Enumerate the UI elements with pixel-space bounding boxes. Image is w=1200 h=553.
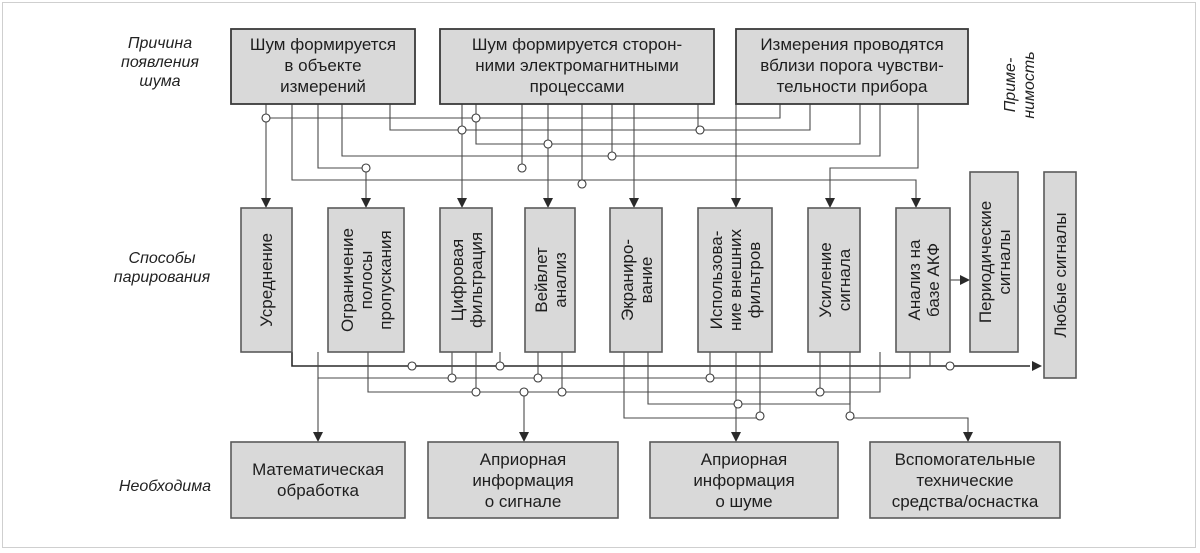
row-label-cause: Причина появления шума xyxy=(121,35,199,90)
row-label-applicability-line: нимость xyxy=(1021,51,1038,118)
method-arrows xyxy=(313,275,1042,442)
cause-box-text: ними электромагнитными xyxy=(475,56,679,75)
method-box-digital-filtering: Цифровая фильтрация xyxy=(439,207,493,353)
method-box-text: Усиление xyxy=(816,242,835,317)
requirement-box-noise-info: Априорная информация о шуме xyxy=(649,441,839,519)
method-box-text: анализ xyxy=(551,252,570,308)
cause-box-electromagnetic-rect xyxy=(439,28,715,105)
method-box-text: Усреднение xyxy=(257,233,276,327)
cause-arrows xyxy=(261,198,921,208)
method-box-text: пропускания xyxy=(376,230,395,330)
method-box-text: Анализ на xyxy=(905,239,924,321)
method-box-bandwidth-limit: Ограничение полосы пропускания xyxy=(327,207,405,353)
method-box-text: ние внешних xyxy=(726,229,745,331)
cause-box-object: Шум формируется в объекте измерений xyxy=(230,28,416,105)
row-label-cause-line: шума xyxy=(139,73,180,90)
requirement-box-text: технические xyxy=(916,471,1013,490)
cause-box-text: в объекте xyxy=(284,56,361,75)
requirement-box-text: информация xyxy=(693,471,794,490)
method-box-acf-analysis: Анализ на базе АКФ xyxy=(895,207,951,353)
applicability-box-text: сигналы xyxy=(995,229,1014,294)
row-label-needed-line: Необходима xyxy=(119,478,211,495)
cause-box-electromagnetic: Шум формируется сторон- ними электромагн… xyxy=(439,28,715,105)
cause-box-text: тельности прибора xyxy=(777,77,928,96)
applicability-box-text: Периодические xyxy=(976,201,995,323)
requirement-box-text: обработка xyxy=(277,481,360,500)
cause-box-text: измерений xyxy=(280,77,366,96)
method-box-text: фильтров xyxy=(745,242,764,319)
method-box-text: фильтрация xyxy=(467,232,486,328)
cause-box-threshold-rect xyxy=(735,28,969,105)
row-label-cause-line: появления xyxy=(121,54,199,71)
applicability-box-any: Любые сигналы xyxy=(1043,171,1077,379)
method-box-text: Экраниро- xyxy=(618,239,637,321)
row-label-cause-line: Причина xyxy=(128,35,192,52)
requirement-box-text: Вспомогательные xyxy=(895,450,1036,469)
method-box-text: полосы xyxy=(357,251,376,310)
requirement-box-text: Априорная xyxy=(701,450,787,469)
requirement-box-math: Математическая обработка xyxy=(230,441,406,519)
row-label-applicability-line: Приме- xyxy=(1002,58,1019,113)
cause-box-text: вблизи порога чувстви- xyxy=(760,56,944,75)
cause-box-text: Шум формируется сторон- xyxy=(472,35,682,54)
method-box-text: вание xyxy=(637,257,656,304)
applicability-box-text: Любые сигналы xyxy=(1051,212,1070,337)
row-label-applicability: Приме- нимость xyxy=(1002,51,1038,118)
requirement-box-text: информация xyxy=(472,471,573,490)
cause-wiring xyxy=(265,104,919,198)
applicability-box-periodic: Периодические сигналы xyxy=(969,171,1019,353)
method-box-text: Цифровая xyxy=(448,239,467,321)
row-label-methods-line: парирования xyxy=(114,269,211,286)
cause-junctions xyxy=(261,113,705,189)
cause-box-threshold: Измерения проводятся вблизи порога чувст… xyxy=(735,28,969,105)
requirement-box-text: Математическая xyxy=(252,460,384,479)
requirement-box-signal-info: Априорная информация о сигнале xyxy=(427,441,619,519)
requirement-box-text: Априорная xyxy=(480,450,566,469)
method-box-text: базе АКФ xyxy=(924,243,943,317)
cause-box-text: Измерения проводятся xyxy=(760,35,943,54)
requirement-box-text: о сигнале xyxy=(485,492,562,511)
requirement-box-text: о шуме xyxy=(715,492,772,511)
cause-box-object-rect xyxy=(230,28,416,105)
method-box-text: Ограничение xyxy=(338,228,357,332)
row-label-methods-line: Способы xyxy=(129,250,196,267)
method-box-external-filters: Использова- ние внешних фильтров xyxy=(697,207,773,353)
cause-box-text: Шум формируется xyxy=(250,35,396,54)
method-box-averaging: Усреднение xyxy=(240,207,293,353)
method-box-shielding: Экраниро- вание xyxy=(609,207,663,353)
row-label-methods: Способы парирования xyxy=(114,250,211,286)
requirement-box-aux-tools: Вспомогательные технические средства/осн… xyxy=(869,441,1061,519)
method-box-text: сигнала xyxy=(835,248,854,311)
row-label-needed: Необходима xyxy=(119,478,211,495)
method-junctions xyxy=(407,361,955,421)
requirement-box-text: средства/оснастка xyxy=(892,492,1039,511)
method-box-wavelet: Вейвлет анализ xyxy=(524,207,576,353)
method-box-text: Вейвлет xyxy=(532,247,551,313)
method-box-text: Использова- xyxy=(707,231,726,330)
method-box-signal-amplification: Усиление сигнала xyxy=(807,207,861,353)
cause-box-text: процессами xyxy=(530,77,625,96)
